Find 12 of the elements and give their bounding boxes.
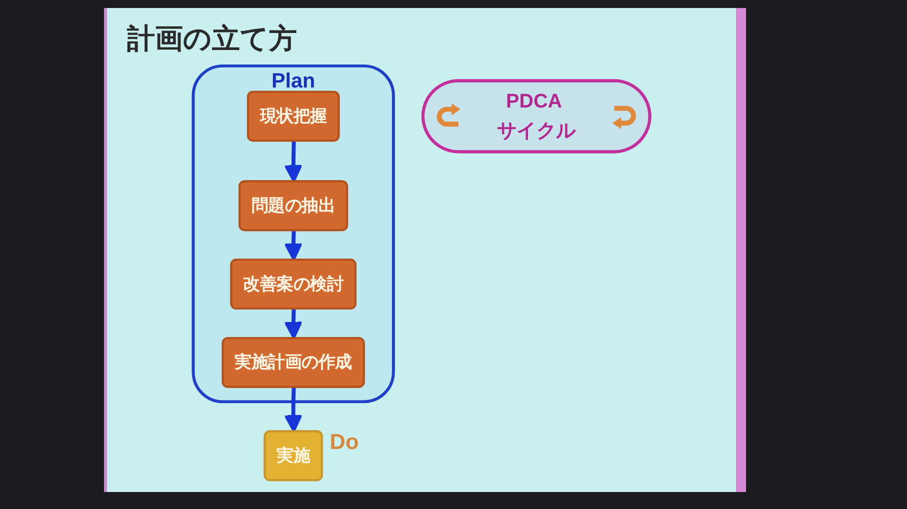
beside-label: Do: [330, 429, 359, 454]
title: 計画の立て方: [127, 22, 297, 56]
arrow: [284, 141, 302, 183]
cycle-ellipse: PDCA サイクル: [422, 79, 652, 154]
arrow: [284, 308, 302, 340]
arrow: [284, 387, 302, 433]
step-box: 改善案の検討: [230, 258, 356, 310]
arrow: [284, 230, 302, 262]
step-box: 実施計画の作成: [222, 337, 365, 388]
step-box: 現状把握: [246, 90, 340, 142]
step-box: 問題の抽出: [238, 180, 348, 232]
action-box: 実施: [264, 430, 323, 482]
